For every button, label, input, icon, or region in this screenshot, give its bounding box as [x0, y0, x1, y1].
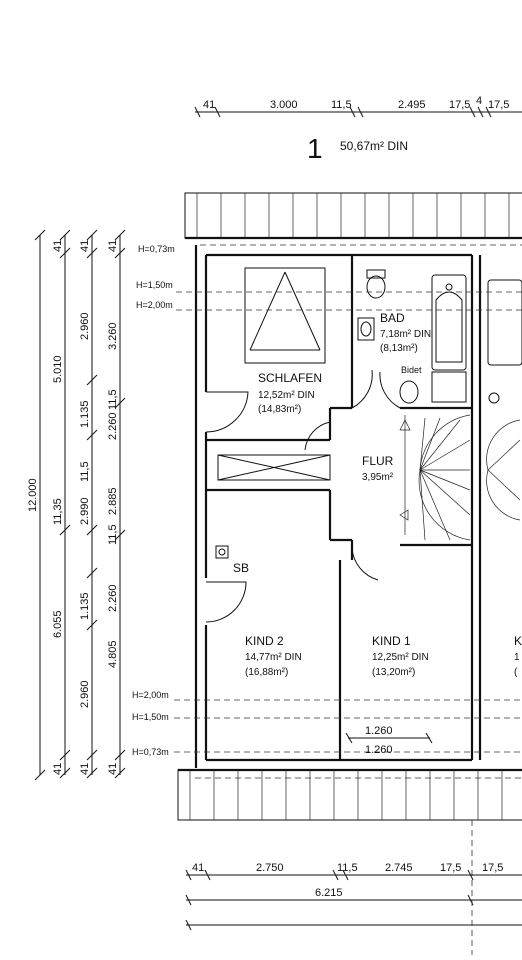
dim-left3-1135-bottom: 1.135: [79, 592, 91, 620]
dim-left4-3260: 3.260: [107, 322, 119, 350]
top-dimension-chain: 41 3.000 11,5 2.495 17,5 4 17,5: [194, 95, 522, 118]
dim-left4-115-top: 11,5: [107, 389, 119, 410]
dim-left3-41-top: 41: [79, 240, 91, 252]
room-bad-area: 7,18m² DIN: [380, 329, 431, 340]
dim-top-3000: 3.000: [270, 99, 298, 111]
roof-bottom: [177, 768, 522, 821]
dim-left-6055: 6.055: [52, 610, 64, 638]
dim-left-12000: 12.000: [27, 478, 39, 512]
dim-top-4: 4: [476, 95, 482, 107]
room-bad-total: (8,13m²): [380, 343, 418, 354]
dim-left4-115-bottom: 11,5: [107, 524, 119, 545]
dim-left2-41-top: 41: [52, 240, 64, 252]
dim-top-2495: 2.495: [398, 99, 426, 111]
unit-area: 50,67m² DIN: [340, 139, 408, 153]
dim-top-115: 11,5: [331, 99, 352, 111]
partial-room-digit: 1: [514, 652, 520, 663]
bath-bidet-label: Bidet: [401, 365, 422, 375]
room-schlafen-name: SCHLAFEN: [258, 371, 322, 385]
bottom-dimension-chain: 41 2.750 11,5 2.745 17,5 17,5 6.215: [185, 820, 522, 955]
hnote-top-200: H=2,00m: [136, 300, 173, 310]
roof-top: [184, 192, 522, 246]
partial-room-paren: (: [514, 667, 518, 678]
dim-left-1135: 11,35: [52, 498, 64, 525]
left-dimension-chains: 12.000 6.055 11,35 5.010 41 41 2.960 1.1…: [27, 229, 126, 781]
walls: [194, 245, 482, 768]
interior-dimension: 1.260 1.260: [345, 725, 433, 756]
dim-bottom-2745: 2.745: [385, 862, 413, 874]
room-kind2-area: 14,77m² DIN: [245, 652, 302, 663]
doors: [205, 369, 401, 623]
dim-bottom-41: 41: [192, 862, 204, 874]
room-kind1-area: 12,25m² DIN: [372, 652, 429, 663]
dim-left2-41-bottom: 41: [52, 763, 64, 775]
hnote-bottom-200: H=2,00m: [132, 690, 169, 700]
dim-interior-b: 1.260: [365, 744, 393, 756]
room-flur-name: FLUR: [362, 454, 394, 468]
height-lines: [174, 291, 522, 753]
dim-left4-2260-bottom: 2.260: [107, 584, 119, 612]
hnote-bottom-150: H=1,50m: [132, 712, 169, 722]
room-kind2-name: KIND 2: [245, 634, 284, 648]
room-schlafen-area: 12,52m² DIN: [258, 390, 315, 401]
bath-fixtures: [357, 269, 522, 404]
dim-left3-2960-bottom: 2.960: [79, 680, 91, 708]
room-flur-area: 3,95m²: [362, 472, 394, 483]
sb-symbol: [215, 545, 229, 559]
room-kind1-total: (13,20m²): [372, 667, 415, 678]
partial-room-letter: K: [514, 634, 522, 648]
room-schlafen-total: (14,83m²): [258, 404, 301, 415]
dim-top-175b: 17,5: [488, 99, 509, 111]
hnote-top-073: H=0,73m: [138, 244, 175, 254]
hnote-top-150: H=1,50m: [136, 280, 173, 290]
dim-left-5010: 5.010: [52, 355, 64, 383]
dim-left4-41-bottom: 41: [107, 763, 119, 775]
dim-top-175a: 17,5: [449, 99, 470, 111]
dim-left3-41-bottom: 41: [79, 763, 91, 775]
dim-bottom-115: 11,5: [337, 862, 358, 874]
dim-left4-41-top: 41: [107, 240, 119, 252]
dim-left3-2990: 2.990: [79, 497, 91, 525]
room-kind2-total: (16,88m²): [245, 667, 288, 678]
dim-left3-1135-top: 1.135: [79, 400, 91, 428]
dim-bottom-175a: 17,5: [440, 862, 461, 874]
room-kind1-name: KIND 1: [372, 634, 411, 648]
bed: [244, 267, 326, 364]
dim-left4-2885: 2.885: [107, 487, 119, 515]
dim-bottom-175b: 17,5: [482, 862, 503, 874]
unit-number: 1: [307, 133, 323, 164]
dim-bottom-6215: 6.215: [315, 887, 343, 899]
room-bad-name: BAD: [380, 311, 405, 325]
hnote-bottom-073: H=0,73m: [132, 747, 169, 757]
dim-left3-2960-top: 2.960: [79, 312, 91, 340]
dim-interior-a: 1.260: [365, 725, 393, 737]
dim-left4-2260-top: 2.260: [107, 412, 119, 440]
stairs: [399, 414, 521, 541]
dim-left3-115: 11,5: [79, 461, 91, 482]
dim-left4-4805: 4.805: [107, 640, 119, 668]
dim-top-41: 41: [203, 99, 215, 111]
dim-bottom-2750: 2.750: [256, 862, 284, 874]
sb-label: SB: [233, 561, 249, 575]
